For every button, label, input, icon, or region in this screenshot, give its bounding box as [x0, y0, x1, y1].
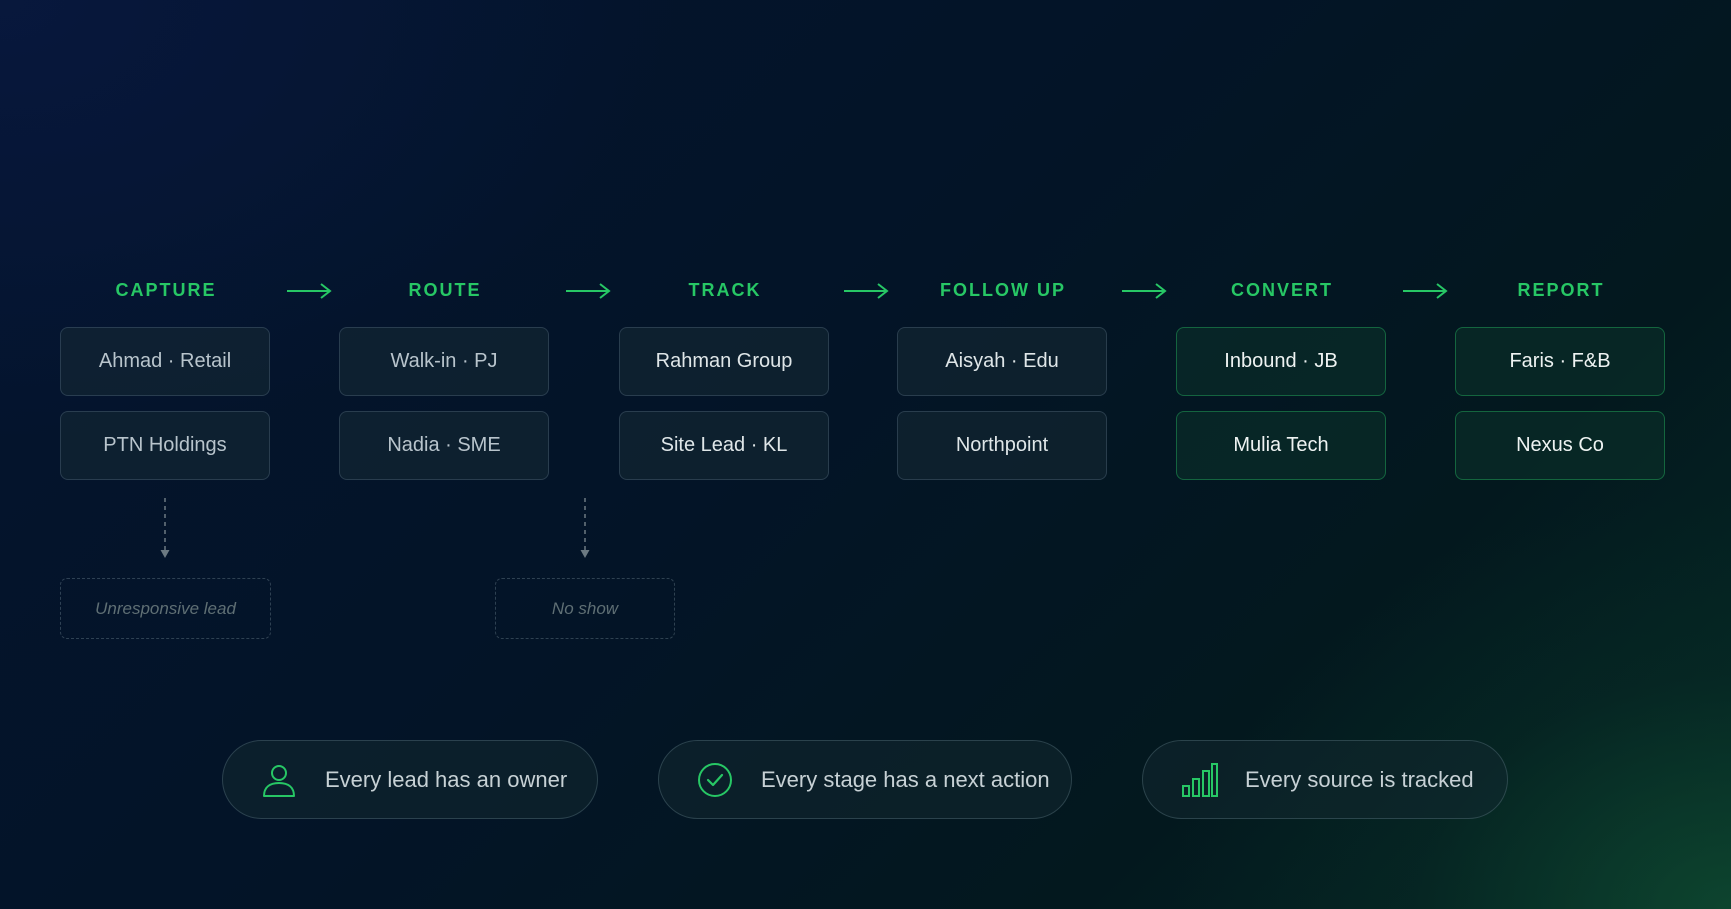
stage-label: REPORT [1517, 280, 1605, 300]
flow-arrow-icon [1122, 283, 1167, 299]
principle-text: Every stage has a next action [761, 766, 1050, 792]
principle-owner: Every lead has an owner [222, 740, 598, 819]
flow-arrow-icon [287, 283, 332, 299]
principle-text: Every source is tracked [1245, 766, 1474, 792]
stage-label: CAPTURE [115, 280, 217, 300]
stage-label: TRACK [688, 280, 762, 300]
flow-arrow-icon [566, 283, 611, 299]
stage-label: ROUTE [408, 280, 482, 300]
principle-next-action: Every stage has a next action [658, 740, 1072, 819]
stage-label: CONVERT [1230, 280, 1333, 300]
dropoff-arrow-icon [160, 498, 170, 558]
dropoff-no-show: No show [495, 578, 675, 639]
lead-card[interactable]: Inbound · JB [1176, 327, 1386, 396]
lead-card[interactable]: Walk-in · PJ [339, 327, 549, 396]
lead-card[interactable]: Aisyah · Edu [897, 327, 1107, 396]
lead-card[interactable]: Nadia · SME [339, 411, 549, 480]
principle-source-tracked: Every source is tracked [1142, 740, 1508, 819]
flow-arrow-icon [844, 283, 889, 299]
lead-card[interactable]: Site Lead · KL [619, 411, 829, 480]
principle-text: Every lead has an owner [325, 766, 568, 792]
dropoff-arrow-icon [580, 498, 590, 558]
user-icon [259, 760, 299, 800]
lead-card[interactable]: Nexus Co [1455, 411, 1665, 480]
lead-card[interactable]: Mulia Tech [1176, 411, 1386, 480]
lead-card[interactable]: Northpoint [897, 411, 1107, 480]
stage-label: FOLLOW UP [940, 280, 1066, 300]
bar-chart-icon [1179, 760, 1219, 800]
flow-arrow-icon [1403, 283, 1448, 299]
lead-card[interactable]: Rahman Group [619, 327, 829, 396]
check-circle-icon [695, 760, 735, 800]
lead-card[interactable]: PTN Holdings [60, 411, 270, 480]
lead-card[interactable]: Ahmad · Retail [60, 327, 270, 396]
dropoff-unresponsive-lead: Unresponsive lead [60, 578, 271, 639]
lead-card[interactable]: Faris · F&B [1455, 327, 1665, 396]
